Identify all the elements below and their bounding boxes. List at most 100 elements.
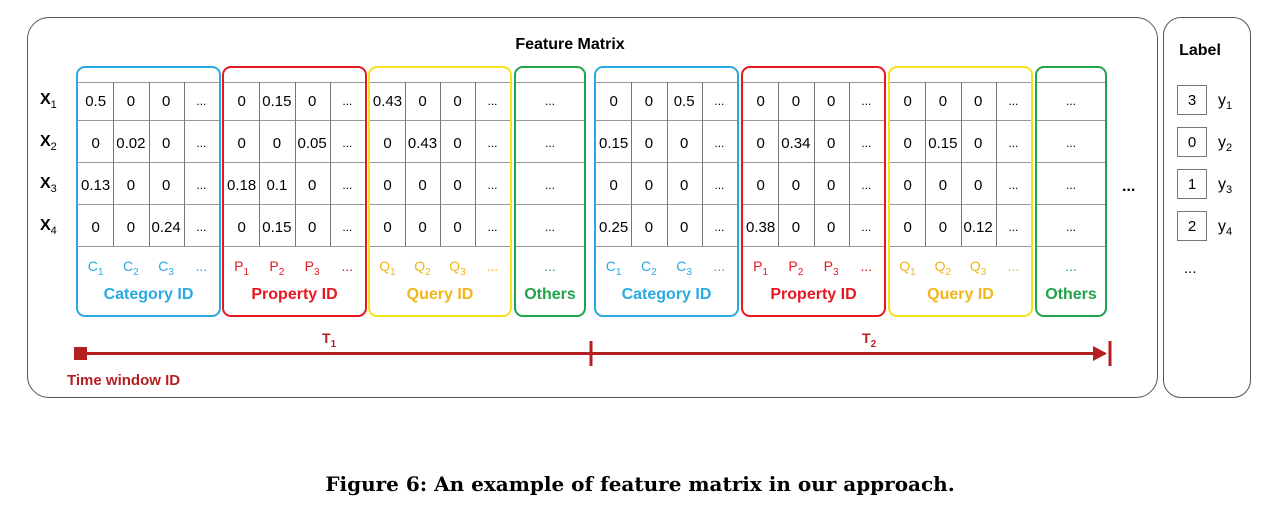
grid-line: [440, 82, 441, 246]
query-group-name: Query ID: [406, 286, 474, 303]
grid-line: [1037, 162, 1105, 163]
timeline-start-marker: [74, 347, 87, 360]
grid-line: [848, 82, 850, 246]
label-y3: y3: [1218, 176, 1233, 197]
grid-line: [925, 82, 927, 246]
matrix-cell: ...: [487, 136, 498, 150]
row-label-x4: X4: [40, 217, 57, 238]
category-group-5: [594, 66, 739, 317]
matrix-cell: ...: [544, 136, 555, 150]
matrix-cell: ...: [1065, 94, 1076, 108]
grid-line: [890, 246, 1031, 247]
matrix-cell: ...: [1008, 136, 1019, 150]
matrix-cell: 0: [418, 92, 427, 110]
property-feature-symbol: P3: [304, 258, 320, 278]
timeline: [74, 341, 1112, 366]
matrix-cell: 0: [679, 176, 689, 194]
matrix-cell: 0.5: [673, 92, 695, 110]
matrix-cell: 0.02: [116, 134, 146, 152]
grid-line: [370, 246, 510, 247]
matrix-cell: 0: [237, 92, 246, 110]
matrix-cell: 0: [383, 218, 392, 236]
matrix-cell: 0: [307, 218, 317, 236]
matrix-cell: ...: [1065, 178, 1076, 192]
label-y4: y4: [1218, 218, 1233, 239]
matrix-cell: 0: [453, 218, 462, 236]
matrix-cell: 0.43: [407, 134, 438, 152]
matrix-cell: 0: [826, 92, 836, 110]
matrix-cell: 0: [161, 92, 171, 110]
matrix-cell: ...: [487, 220, 498, 234]
matrix-cell: ...: [196, 94, 207, 108]
matrix-cell: ...: [1008, 94, 1019, 108]
matrix-cell: 0: [126, 92, 136, 110]
matrix-cell: 0: [938, 176, 948, 194]
category-group-1: [76, 66, 221, 317]
matrix-cell: 0: [126, 176, 136, 194]
matrix-cell: 0.25: [599, 218, 629, 236]
grid-line: [960, 82, 962, 246]
matrix-cell: 0: [644, 134, 654, 152]
matrix-cell: ...: [342, 220, 353, 234]
matrix-cell: ...: [487, 94, 498, 108]
more-windows-ellipsis: ...: [1122, 178, 1136, 195]
matrix-cell: ...: [1008, 178, 1019, 192]
matrix-cell: 0.15: [599, 134, 629, 152]
category-feature-symbol: C2: [641, 258, 657, 278]
category-feature-symbol: ...: [713, 258, 726, 274]
matrix-cell: ...: [714, 136, 725, 150]
matrix-cell: ...: [196, 220, 207, 234]
others-feature-symbol: ...: [1065, 258, 1077, 274]
label-value-box: 0: [1177, 127, 1207, 157]
matrix-cell: 0: [453, 176, 462, 194]
property-feature-symbol: P1: [753, 258, 769, 278]
property-group-name: Property ID: [770, 286, 857, 303]
grid-line: [743, 246, 884, 247]
matrix-cell: 0.13: [81, 176, 111, 194]
grid-line: [778, 82, 780, 246]
label-y1: y1: [1218, 92, 1233, 113]
matrix-cell: ...: [196, 178, 207, 192]
row-label-x2: X2: [40, 133, 57, 154]
matrix-cell: 0: [973, 176, 983, 194]
matrix-cell: 0: [903, 134, 912, 152]
category-group-name: Category ID: [621, 286, 712, 303]
matrix-cell: 0.12: [963, 218, 993, 236]
matrix-cell: 0: [453, 92, 462, 110]
grid-line: [259, 82, 261, 246]
category-group-name: Category ID: [103, 286, 194, 303]
property-feature-symbol: ...: [341, 258, 354, 274]
category-feature-symbol: C1: [87, 258, 104, 278]
grid-line: [148, 82, 150, 246]
matrix-cell: 0.43: [372, 92, 403, 110]
row-label-x1: X1: [40, 91, 57, 112]
label-more-ellipsis: ...: [1184, 260, 1197, 277]
matrix-cell: ...: [487, 178, 498, 192]
matrix-cell: 0: [791, 218, 801, 236]
matrix-cell: 0: [609, 92, 618, 110]
matrix-cell: 0: [383, 134, 392, 152]
matrix-cell: 0: [903, 92, 912, 110]
matrix-cell: 0: [609, 176, 618, 194]
label-value-box: 1: [1177, 169, 1207, 199]
matrix-cell: 0: [756, 134, 765, 152]
grid-line: [516, 162, 584, 163]
others-group-name: Others: [524, 286, 576, 303]
matrix-cell: 0.15: [262, 218, 292, 236]
grid-line: [813, 82, 815, 246]
matrix-cell: 0: [91, 218, 100, 236]
matrix-cell: 0: [679, 218, 689, 236]
figure-caption: Figure 6: An example of feature matrix i…: [325, 472, 955, 496]
matrix-cell: 0.15: [928, 134, 958, 152]
others-group-8: [1035, 66, 1107, 317]
grid-line: [516, 120, 584, 121]
matrix-cell: ...: [544, 220, 555, 234]
query-feature-symbol: Q2: [934, 258, 952, 278]
grid-line: [631, 82, 633, 246]
query-group-3: [368, 66, 512, 317]
matrix-cell: 0: [826, 176, 836, 194]
matrix-cell: 0: [237, 218, 246, 236]
feature-matrix-frame: [27, 17, 1158, 398]
matrix-cell: 0: [161, 176, 171, 194]
label-value-box: 3: [1177, 85, 1207, 115]
